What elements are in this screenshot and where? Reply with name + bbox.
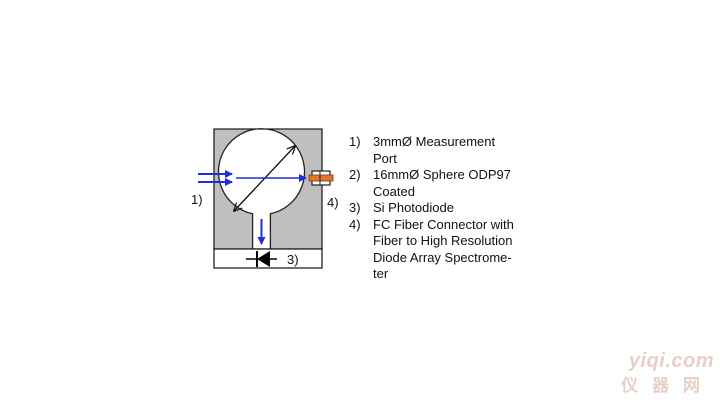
callout-port-label: 1) <box>191 192 203 207</box>
legend-item-text: 3mmØ Measurement Port <box>373 134 496 166</box>
legend-item: 1) 3mmØ Measurement Port <box>349 134 549 167</box>
callout-fiber-label: 4) <box>327 195 339 210</box>
legend-item: 4) FC Fiber Connector with Fiber to High… <box>349 217 549 283</box>
legend-item-number: 1) <box>349 134 361 149</box>
legend-item-text: 16mmØ Sphere ODP97 Coated <box>373 167 512 199</box>
fiber-connector <box>308 170 334 186</box>
legend-item-number: 4) <box>349 216 361 232</box>
legend-item-text: FC Fiber Connector with Fiber to High Re… <box>373 216 514 282</box>
legend-item-number: 2) <box>349 167 361 182</box>
legend-item: 2) 16mmØ Sphere ODP97 Coated <box>349 167 549 200</box>
photodiode-symbol <box>246 251 277 267</box>
callout-photodiode-label: 3) <box>287 252 299 267</box>
legend-item-number: 3) <box>349 200 361 215</box>
component-legend: 1) 3mmØ Measurement Port 2) 16mmØ Sphere… <box>349 134 549 283</box>
legend-item-text: Si Photodiode <box>373 200 454 215</box>
sphere-housing <box>213 128 323 250</box>
legend-item: 3) Si Photodiode <box>349 200 549 217</box>
